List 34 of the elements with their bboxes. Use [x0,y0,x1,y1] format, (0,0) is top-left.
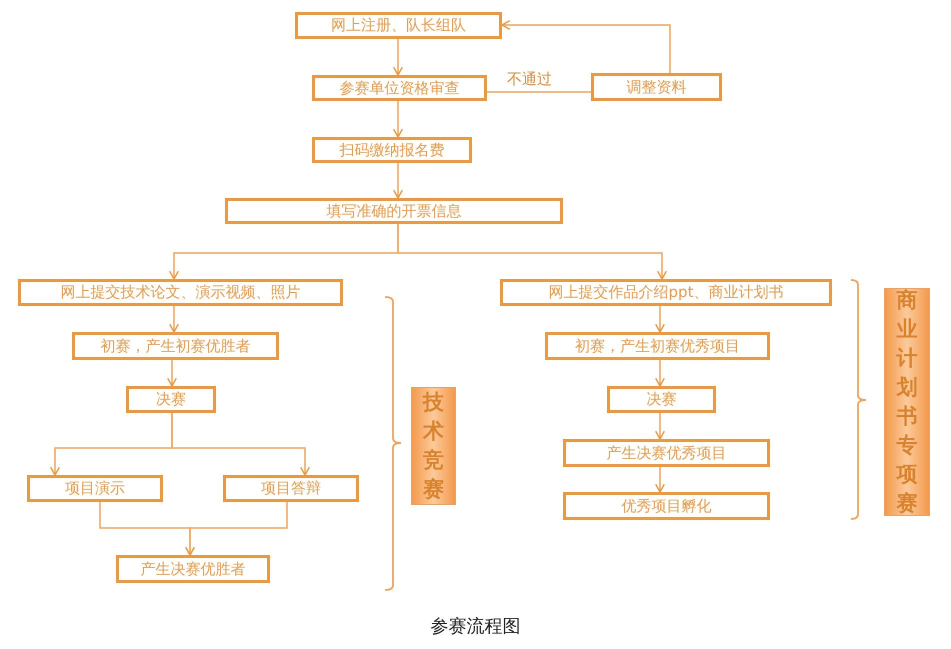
arrow [654,306,666,333]
process-box: 网上提交作品介绍ppt、商业计划书 [500,279,832,306]
arrow [501,20,671,73]
arrow [166,360,178,387]
caption: 参赛流程图 [430,615,520,638]
arrow [654,467,666,493]
arrow [184,502,288,556]
connector-line [487,91,591,93]
process-box: 调整资料 [591,73,722,101]
process-box: 决赛 [607,386,716,413]
arrow [397,224,668,280]
process-box: 初赛，产生初赛优秀项目 [545,332,770,360]
process-box: 参赛单位资格审查 [312,75,487,101]
arrow [392,39,404,76]
section-label-box: 商业计划书专项赛 [884,288,930,516]
process-box: 初赛，产生初赛优胜者 [72,332,279,360]
arrow [654,413,666,440]
process-box: 项目演示 [27,475,163,502]
arrow [392,163,404,199]
arrow [392,101,404,138]
process-box: 网上提交技术论文、演示视频、照片 [18,279,343,306]
section-label-box: 技术竞赛 [411,387,456,505]
arrow [168,306,180,333]
arrow [171,413,310,476]
arrow [654,360,666,387]
process-box: 优秀项目孵化 [563,492,770,520]
process-box: 项目答辩 [223,475,359,502]
process-box: 填写准确的开票信息 [225,198,563,224]
process-box: 产生决赛优胜者 [116,555,270,583]
process-box: 扫码缴纳报名费 [312,137,472,163]
process-box: 网上注册、队长组队 [295,12,502,39]
process-box: 决赛 [126,386,216,413]
edge-label: 不通过 [505,70,554,89]
process-box: 产生决赛优秀项目 [563,439,770,467]
